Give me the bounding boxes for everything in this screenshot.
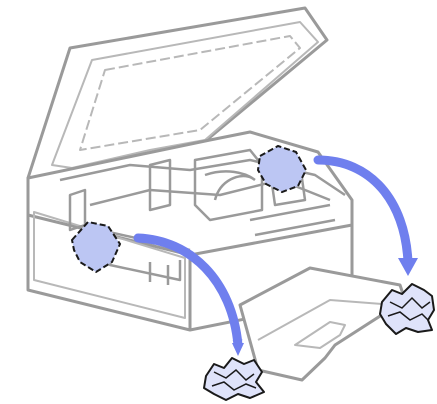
arrowhead-right (398, 258, 418, 276)
crumpled-paper-bottom (204, 358, 264, 400)
arrowhead-left (232, 343, 244, 356)
